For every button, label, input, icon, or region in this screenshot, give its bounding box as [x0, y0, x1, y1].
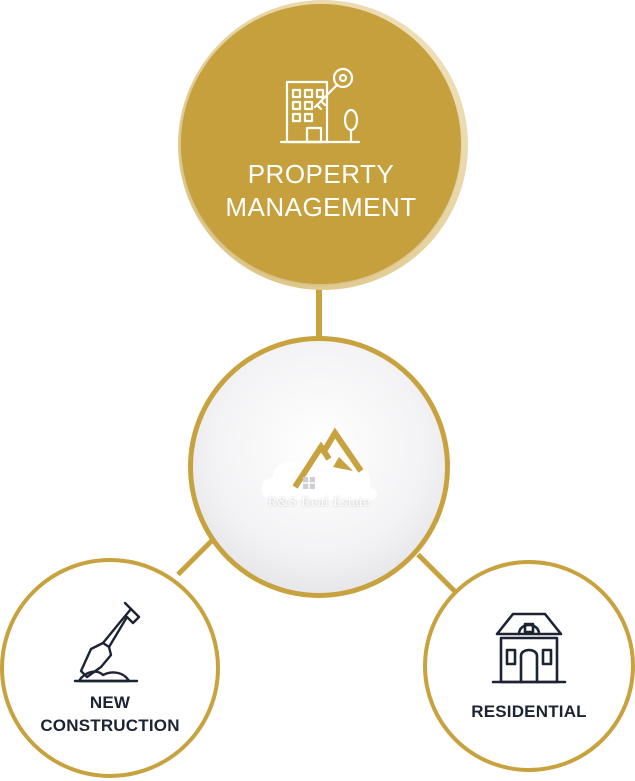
property-management-node[interactable]: PROPERTY MANAGEMENT	[181, 4, 461, 284]
house-roof-logo	[261, 427, 378, 501]
new-construction-node[interactable]: NEW CONSTRUCTION	[0, 558, 220, 778]
house-icon	[491, 612, 567, 683]
residential-label: RESIDENTIAL	[471, 701, 587, 721]
property-management-label: PROPERTY MANAGEMENT	[225, 159, 417, 222]
logo-wordmark: R&S Real Estate	[267, 495, 371, 510]
connector-top	[316, 286, 322, 338]
building-key-icon	[279, 67, 361, 144]
company-logo: R&S Real Estate	[229, 407, 409, 527]
new-construction-label: NEW CONSTRUCTION	[40, 693, 180, 735]
center-logo-node: R&S Real Estate	[188, 336, 450, 598]
residential-node[interactable]: RESIDENTIAL	[423, 560, 635, 772]
shovel-icon	[73, 601, 141, 683]
